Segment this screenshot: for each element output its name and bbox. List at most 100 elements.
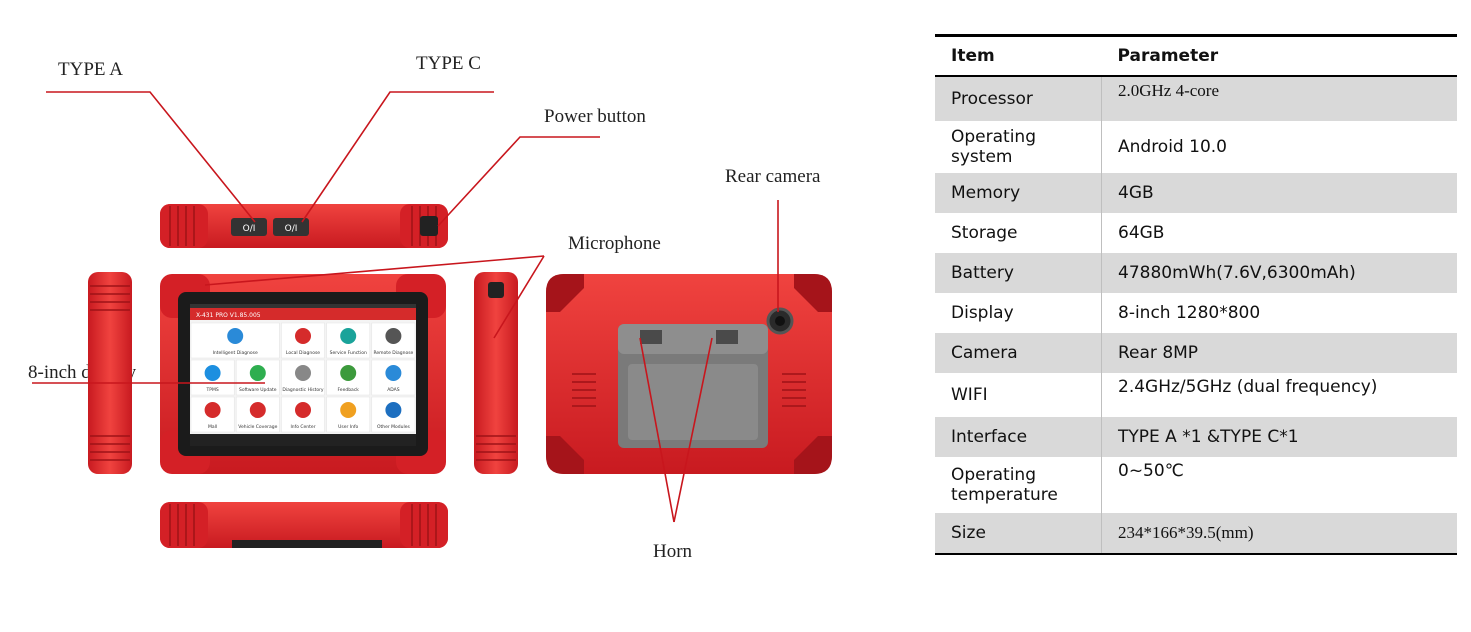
app-tile[interactable]: TPMS xyxy=(190,359,235,396)
table-row: Battery 47880mWh(7.6V,6300mAh) xyxy=(935,253,1457,293)
screen-title: X-431 PRO V1.85.005 xyxy=(196,312,261,319)
leader-type-c xyxy=(301,91,494,223)
app-tile[interactable]: Intelligent Diagnose xyxy=(190,322,280,359)
app-label: Feedback xyxy=(337,387,359,393)
app-tile[interactable]: User Info xyxy=(326,396,371,433)
app-tile[interactable]: Feedback xyxy=(326,359,371,396)
leader-microphone-side xyxy=(493,255,545,339)
row-value: 47880mWh(7.6V,6300mAh) xyxy=(1101,253,1457,293)
leader-microphone-front xyxy=(204,255,545,286)
app-tile[interactable]: Info Center xyxy=(281,396,325,433)
app-tile[interactable]: Service Function xyxy=(326,322,371,359)
app-icon xyxy=(340,402,357,418)
app-label: Intelligent Diagnose xyxy=(213,350,258,356)
callout-type-c: TYPE C xyxy=(416,53,481,74)
row-item: Battery xyxy=(935,253,1102,293)
app-tile[interactable]: Remote Diagnose xyxy=(371,322,416,359)
device-left-view xyxy=(88,272,132,474)
app-icon xyxy=(295,328,311,344)
row-value: 2.0GHz 4-core xyxy=(1101,76,1457,121)
speaker-grille-left xyxy=(640,330,662,344)
app-tile[interactable]: Diagnostic History xyxy=(281,359,325,396)
row-item: Memory xyxy=(935,173,1102,213)
app-label: ADAS xyxy=(387,387,400,393)
app-label: Remote Diagnose xyxy=(373,350,413,356)
leader-type-a xyxy=(46,91,256,223)
row-item: Camera xyxy=(935,333,1102,373)
device-front-view: X-431 PRO V1.85.005 Intelligent Diagnose… xyxy=(160,274,446,474)
row-item: WIFI xyxy=(935,373,1102,417)
device-rear-view xyxy=(546,274,832,474)
callout-rear-camera: Rear camera xyxy=(725,166,821,187)
app-label: Software Update xyxy=(239,387,277,393)
leader-horn-right xyxy=(673,337,713,523)
app-label: TPMS xyxy=(205,387,218,393)
app-label: Vehicle Coverage xyxy=(238,424,277,430)
table-row: Processor 2.0GHz 4-core xyxy=(935,76,1457,121)
row-value: Android 10.0 xyxy=(1118,137,1227,157)
app-icon xyxy=(340,365,357,381)
callout-horn: Horn xyxy=(653,541,693,562)
callout-microphone: Microphone xyxy=(568,233,661,254)
app-tile[interactable]: ADAS xyxy=(371,359,416,396)
table-row: Storage 64GB xyxy=(935,213,1457,253)
app-tile[interactable]: Software Update xyxy=(235,359,280,396)
device-right-view xyxy=(474,272,518,474)
table-row: Size 234*166*39.5(mm) xyxy=(935,513,1457,555)
row-value: Rear 8MP xyxy=(1101,333,1457,373)
app-label: Info Center xyxy=(290,424,315,430)
row-value: 8-inch 1280*800 xyxy=(1118,303,1261,323)
row-value: 64GB xyxy=(1118,223,1165,243)
app-icon xyxy=(204,365,221,381)
device-top-view: O/I O/I xyxy=(160,204,448,248)
app-label: Diagnostic History xyxy=(282,387,324,393)
row-value: TYPE A *1 &TYPE C*1 xyxy=(1101,417,1457,457)
app-tile[interactable]: Mall xyxy=(190,396,235,433)
speaker-grille-right xyxy=(716,330,738,344)
row-item: Size xyxy=(935,513,1102,555)
row-value: 2.4GHz/5GHz (dual frequency) xyxy=(1118,377,1378,397)
device-diagram: O/I O/I X-431 PRO V1.85.005 Intelligent … xyxy=(32,91,832,548)
leader-power-button xyxy=(437,136,600,227)
app-icon xyxy=(385,328,402,344)
row-item: Operating temperature xyxy=(935,457,1102,513)
app-icon xyxy=(385,365,402,381)
callout-type-a: TYPE A xyxy=(58,59,123,80)
port-type-c: O/I xyxy=(273,218,309,236)
row-item: Processor xyxy=(935,76,1102,121)
app-icon xyxy=(385,402,402,418)
callout-power-button: Power button xyxy=(544,106,646,127)
row-item: Storage xyxy=(935,213,1102,253)
device-bottom-view xyxy=(160,502,448,548)
port-type-a-label: O/I xyxy=(243,224,256,234)
app-tile[interactable]: Other Modules xyxy=(371,396,416,433)
app-label: Mall xyxy=(208,424,217,430)
spec-table: Item Parameter Processor 2.0GHz 4-core O… xyxy=(935,34,1457,555)
table-row: WIFI 2.4GHz/5GHz (dual frequency) xyxy=(935,373,1457,417)
app-tile[interactable]: Local Diagnose xyxy=(281,322,325,359)
spec-table-header: Item Parameter xyxy=(935,34,1457,77)
table-row: Interface TYPE A *1 &TYPE C*1 xyxy=(935,417,1457,457)
port-type-a: O/I xyxy=(231,218,267,236)
app-icon xyxy=(295,365,311,381)
table-row: Operating system Android 10.0 xyxy=(935,121,1457,173)
table-row: Operating temperature 0~50℃ xyxy=(935,457,1457,513)
app-label: Other Modules xyxy=(377,424,411,430)
row-item: Operating system xyxy=(935,121,1102,173)
app-icon xyxy=(249,365,266,381)
leader-lines xyxy=(32,91,779,523)
app-tile[interactable]: Vehicle Coverage xyxy=(235,396,280,433)
app-icon xyxy=(204,402,221,418)
row-item: Display xyxy=(935,293,1102,333)
power-button xyxy=(420,216,438,236)
row-value: 0~50℃ xyxy=(1118,461,1184,481)
app-icon xyxy=(249,402,266,418)
header-parameter: Parameter xyxy=(1101,34,1457,77)
header-item: Item xyxy=(935,34,1102,77)
app-label: User Info xyxy=(338,424,358,430)
app-icon xyxy=(340,328,357,344)
table-row: Camera Rear 8MP xyxy=(935,333,1457,373)
table-row: Display 8-inch 1280*800 xyxy=(935,293,1457,333)
table-row: Memory 4GB xyxy=(935,173,1457,213)
